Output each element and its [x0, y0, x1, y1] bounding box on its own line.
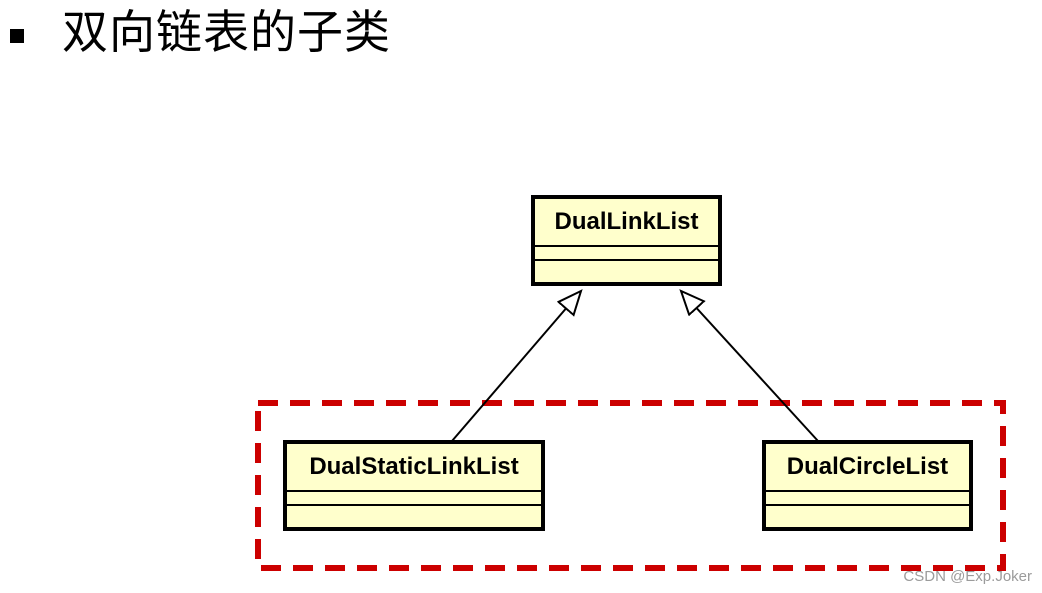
operations-compartment	[287, 506, 541, 527]
inheritance-arrow-dualstaticlinklist	[451, 291, 581, 442]
bullet-square-icon	[10, 29, 24, 43]
page-title: 双向链表的子类	[62, 6, 391, 58]
attributes-compartment	[287, 492, 541, 506]
uml-class-dualcirclelist: DualCircleList	[762, 440, 973, 531]
attributes-compartment	[535, 247, 718, 261]
inheritance-arrow-dualcirclelist	[681, 291, 819, 442]
uml-class-dualstaticlinklist: DualStaticLinkList	[283, 440, 545, 531]
operations-compartment	[766, 506, 969, 527]
class-name-label: DualStaticLinkList	[287, 444, 541, 492]
operations-compartment	[535, 261, 718, 282]
attributes-compartment	[766, 492, 969, 506]
class-name-label: DualCircleList	[766, 444, 969, 492]
class-name-label: DualLinkList	[535, 199, 718, 247]
highlight-dashed-box	[255, 400, 1006, 571]
uml-class-duallinklist: DualLinkList	[531, 195, 722, 286]
watermark-text: CSDN @Exp.Joker	[903, 568, 1032, 585]
slide-title-row: 双向链表的子类	[10, 6, 391, 58]
